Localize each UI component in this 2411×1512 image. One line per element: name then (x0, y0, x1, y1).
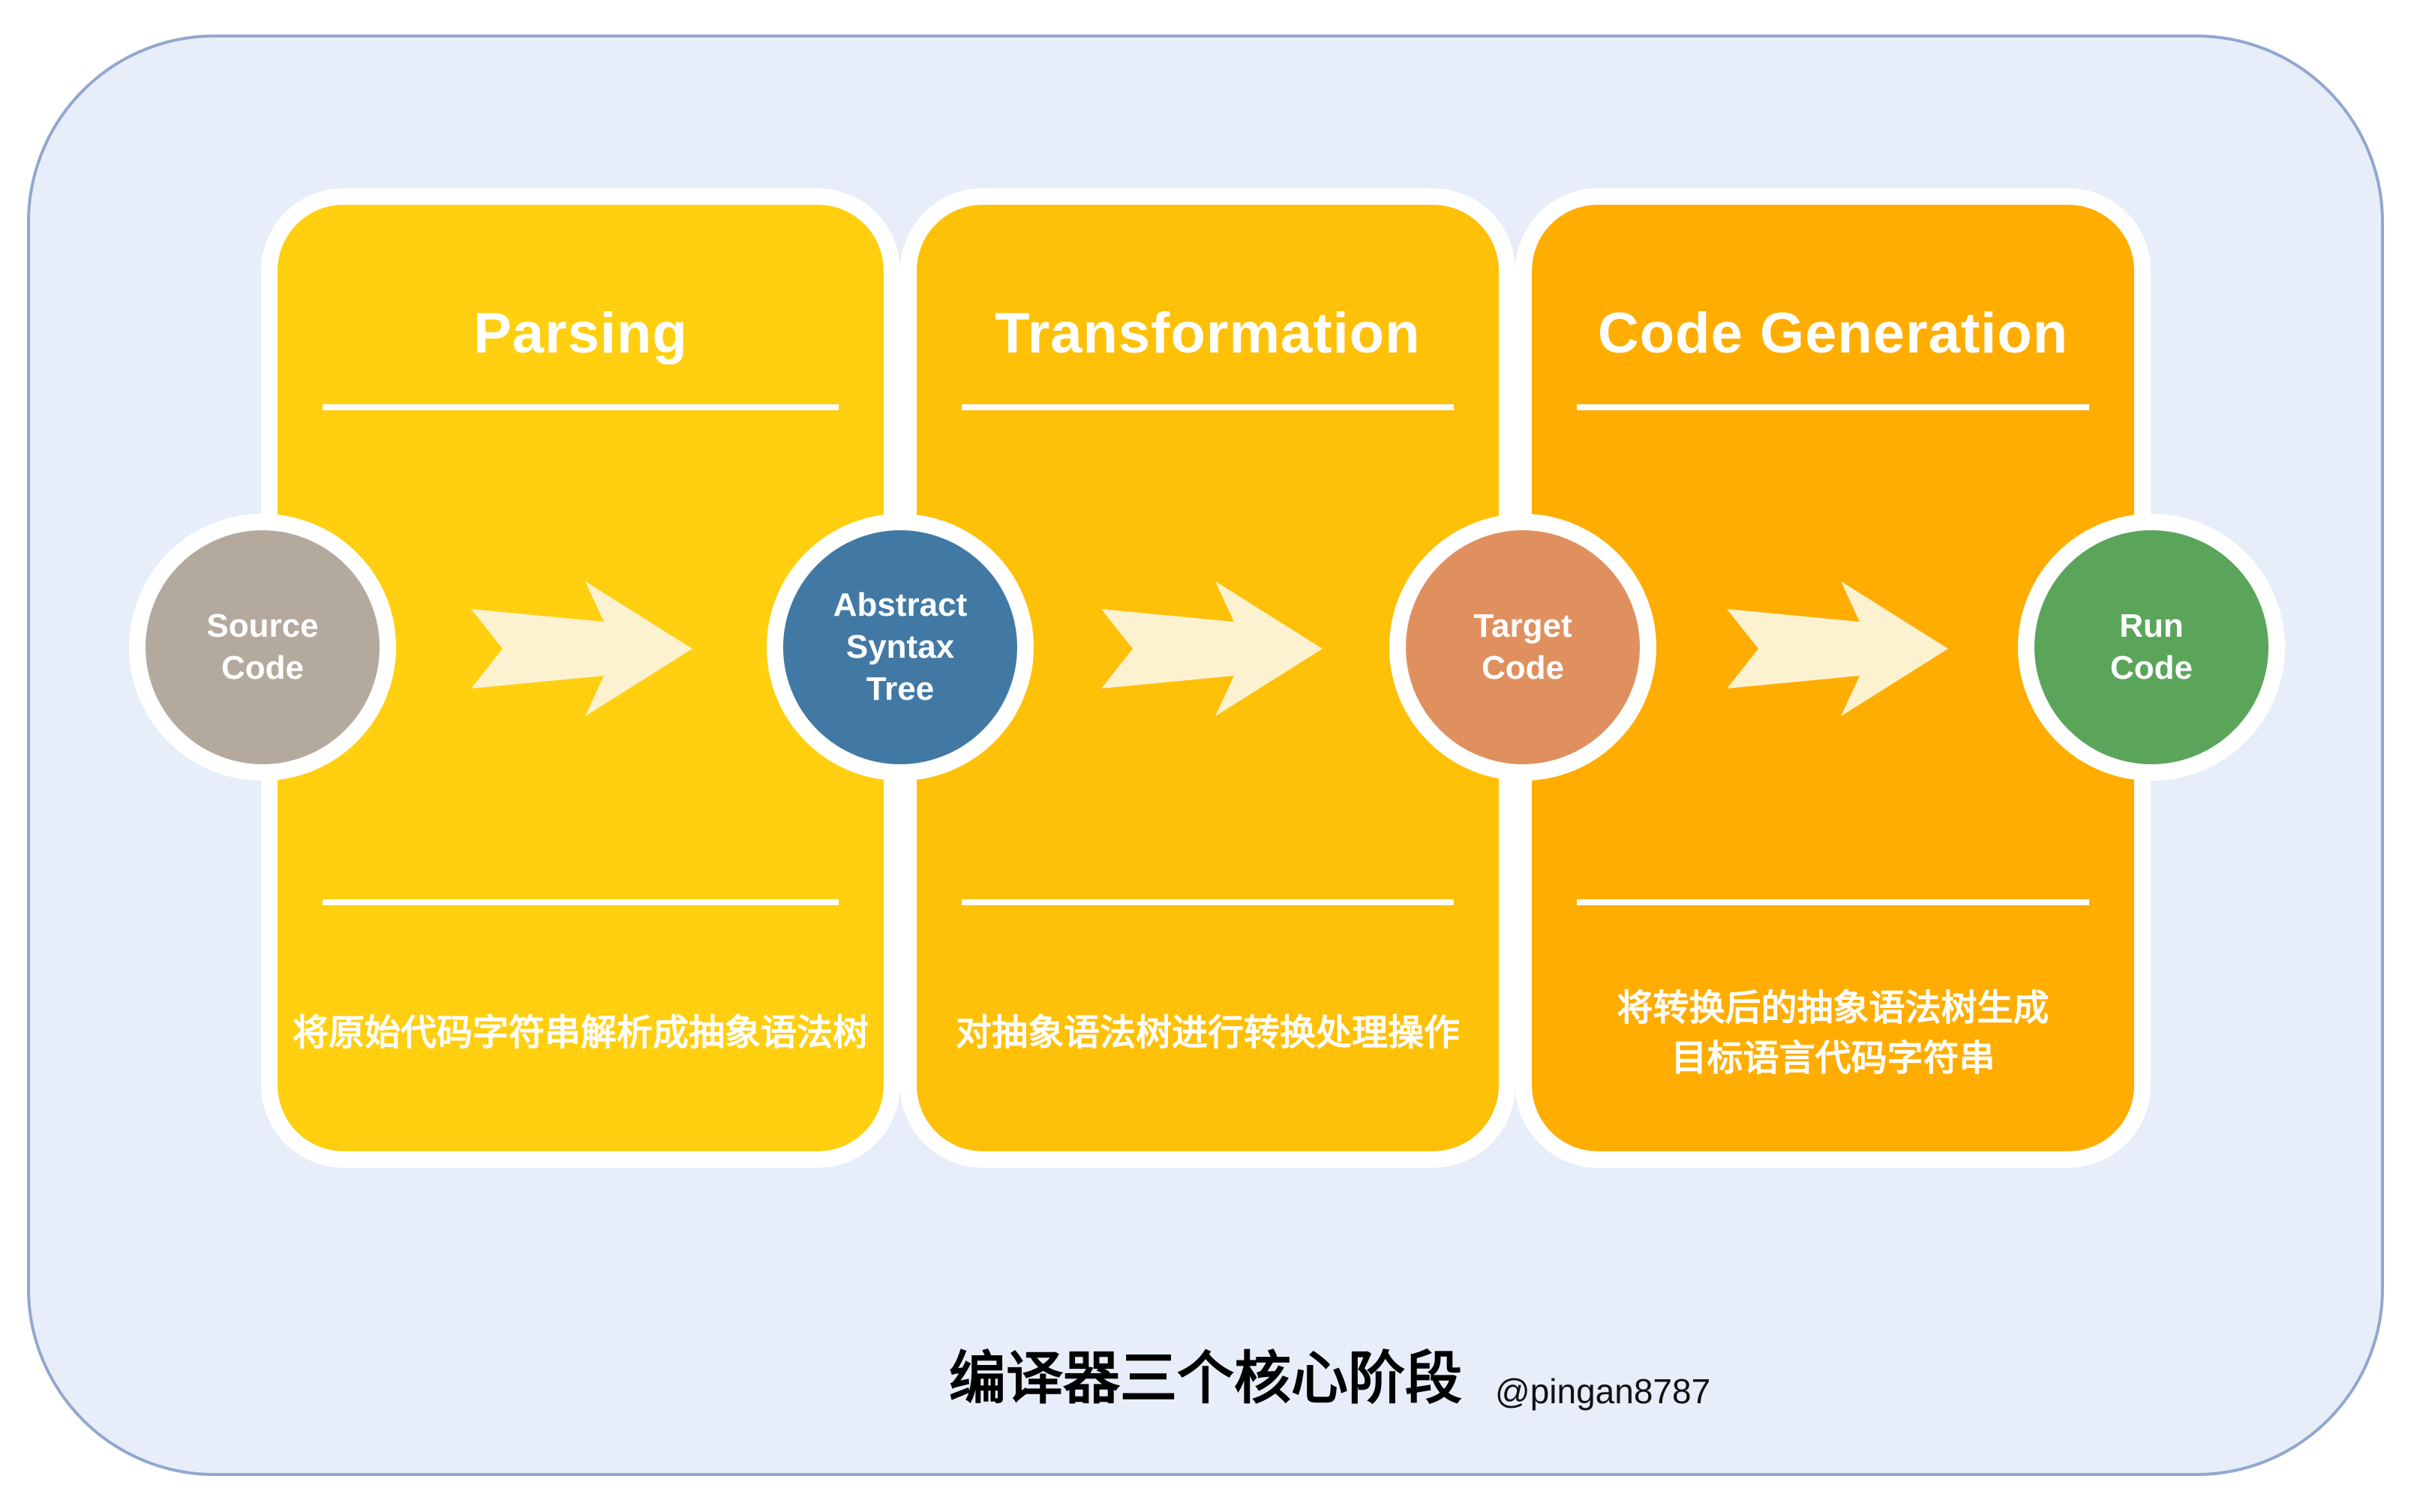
arrow-shape (471, 581, 692, 716)
flow-arrow-icon (1727, 581, 1948, 716)
divider-line (962, 404, 1454, 410)
arrow-shape (1101, 581, 1323, 716)
node-run-code: Run Code (2018, 514, 2285, 781)
divider-line (962, 899, 1454, 905)
caption: 编译器三个核心阶段@pingan8787 (0, 1332, 2411, 1414)
divider-line (1577, 404, 2089, 410)
flow-arrow-icon (471, 581, 692, 716)
stage-desc-code-generation: 将转换后的抽象语法树生成 目标语言代码字符串 (1617, 988, 2049, 1078)
flow-arrow-icon (1101, 581, 1323, 716)
caption-title: 编译器三个核心阶段@pingan8787 (949, 1347, 1711, 1411)
stage-desc-parsing: 将原始代码字符串解析成抽象语法树 (292, 1013, 869, 1054)
node-source-code: Source Code (129, 514, 396, 781)
stage-desc-transformation: 对抽象语法树进行转换处理操作 (955, 1013, 1460, 1054)
caption-author-handle: @pingan8787 (1495, 1372, 1711, 1411)
arrow-shape (1727, 581, 1948, 716)
stage-title-parsing: Parsing (473, 302, 688, 365)
divider-line (1577, 899, 2089, 905)
node-abstract-syntax-tree: Abstract Syntax Tree (767, 514, 1034, 781)
divider-line (323, 899, 839, 905)
stage-title-transformation: Transformation (995, 302, 1421, 365)
divider-line (323, 404, 839, 410)
stage-title-code-generation: Code Generation (1597, 302, 2069, 365)
node-target-code: Target Code (1389, 514, 1656, 781)
